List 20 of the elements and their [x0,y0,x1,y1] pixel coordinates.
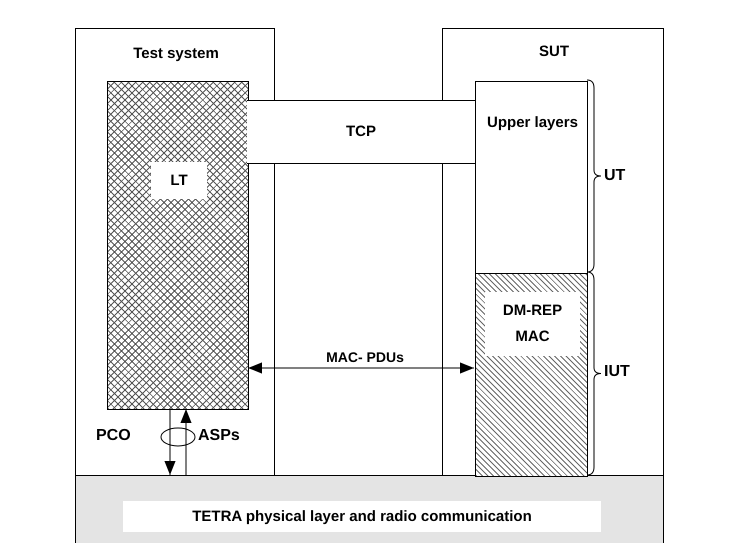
layer-label: TCP [345,123,377,140]
arrow [180,408,192,476]
arrow [164,408,176,476]
layer-label: TETRA physical layer and radio communication [123,501,601,532]
layer-label: SUT [538,43,570,60]
layer-label: DM-REP MAC [485,292,580,356]
layer-box [475,273,588,477]
arrow [248,362,474,374]
system-box [75,28,275,476]
layer-label: Upper layers [486,113,579,133]
annotation-label: IUT [604,363,630,381]
annotation-label: ASPs [198,427,240,445]
annotation-label: PCO [96,427,131,445]
physical-layer-band [75,475,664,543]
layer-label: Test system [132,45,220,62]
layer-label: LT [151,162,207,199]
layer-box [107,81,249,410]
connection-band [247,100,475,164]
system-box [442,28,664,476]
annotation-label: UT [604,167,626,185]
